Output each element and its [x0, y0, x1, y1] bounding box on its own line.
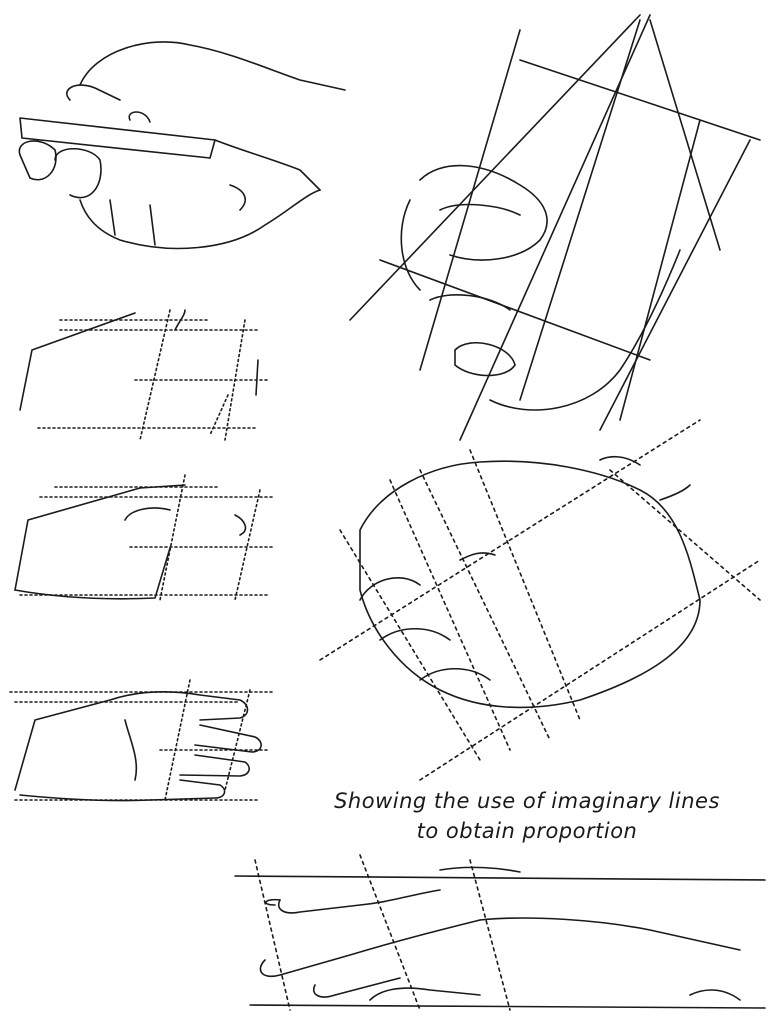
caption-line-1: Showing the use of imaginary lines	[334, 789, 720, 813]
fist-with-dotted-lines-figure	[319, 419, 761, 781]
grid-construction-3-figure	[9, 679, 276, 802]
grid-construction-2-figure	[14, 474, 276, 601]
hand-construction-top-right-figure	[349, 14, 761, 441]
reclining-hand-figure	[234, 854, 766, 1011]
caption-line-2: to obtain proportion	[416, 819, 638, 843]
hand-holding-stick-figure	[18, 41, 346, 250]
grid-construction-1-figure	[37, 309, 271, 441]
figure-caption: Showing the use of imaginary lines to ob…	[280, 786, 774, 846]
